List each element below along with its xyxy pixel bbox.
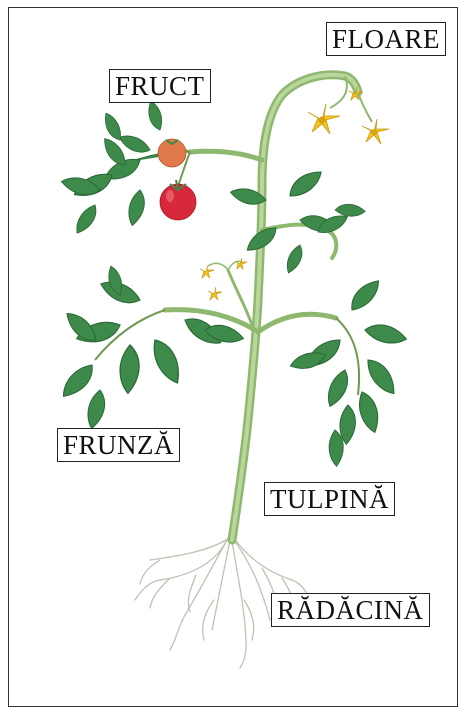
leaf-cluster-lower-left xyxy=(57,265,246,430)
label-leaf: FRUNZĂ xyxy=(57,428,180,462)
label-root: RĂDĂCINĂ xyxy=(271,593,430,627)
label-flower: FLOARE xyxy=(326,22,446,56)
stem xyxy=(165,75,358,540)
leaf-cluster-upper-right xyxy=(229,167,366,275)
flowers-upper xyxy=(308,76,389,144)
label-fruit: FRUCT xyxy=(109,69,211,103)
label-stem: TULPINĂ xyxy=(264,482,395,516)
leaf-cluster-lower-right xyxy=(289,277,409,467)
